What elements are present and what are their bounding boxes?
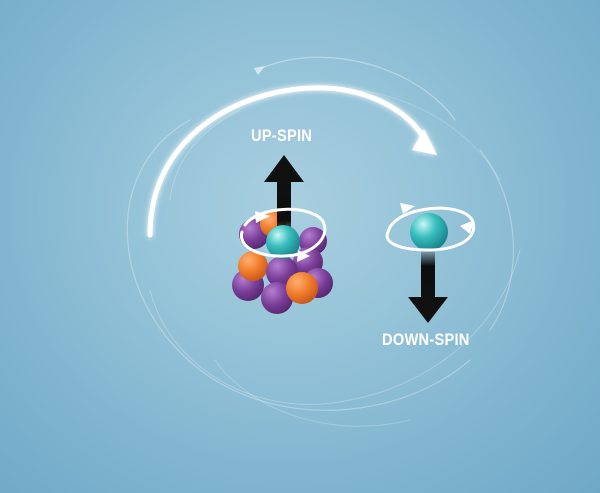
spin-arrowhead-icon <box>460 220 474 234</box>
spin-loop-front <box>239 218 327 258</box>
spin-loop-back <box>386 206 475 234</box>
orbit-line <box>261 56 456 121</box>
spin-loop-back <box>243 207 324 227</box>
spin-loop-front <box>385 220 476 252</box>
up-spin-label: UP-SPIN <box>251 126 313 145</box>
arrow-down-head <box>408 297 448 323</box>
orbit-line <box>479 149 514 331</box>
proton <box>238 251 268 281</box>
electron-nucleus <box>266 225 300 259</box>
spin-rotation-icon <box>385 220 476 252</box>
orbit-line <box>149 249 521 405</box>
orbit-arrowhead-icon <box>254 66 265 75</box>
orbit-line <box>359 89 501 181</box>
spin-flip-arc-arrow <box>147 85 437 238</box>
orbit-swirls <box>126 56 521 427</box>
down-spin-label: DOWN-SPIN <box>382 330 470 349</box>
spin-rotation-icon <box>386 206 475 234</box>
proton <box>286 272 318 304</box>
flip-arc <box>147 85 425 238</box>
orbit-line <box>214 359 411 427</box>
spin-rotation-icon <box>243 207 324 227</box>
neutron <box>261 282 293 314</box>
arrow-up-head <box>264 155 304 182</box>
arrow-down-shaft <box>421 248 435 300</box>
spin-arrowhead-icon <box>400 203 415 214</box>
orbit-line <box>169 109 241 201</box>
electron-free <box>410 213 448 251</box>
spin-arrowhead-icon <box>255 211 270 223</box>
arrow-down-icon <box>408 248 448 323</box>
spin-arrowhead-icon <box>297 250 310 262</box>
flip-arc-arrowhead-icon <box>412 129 437 155</box>
spin-rotation-icon <box>239 218 327 258</box>
orbit-line <box>126 119 471 411</box>
